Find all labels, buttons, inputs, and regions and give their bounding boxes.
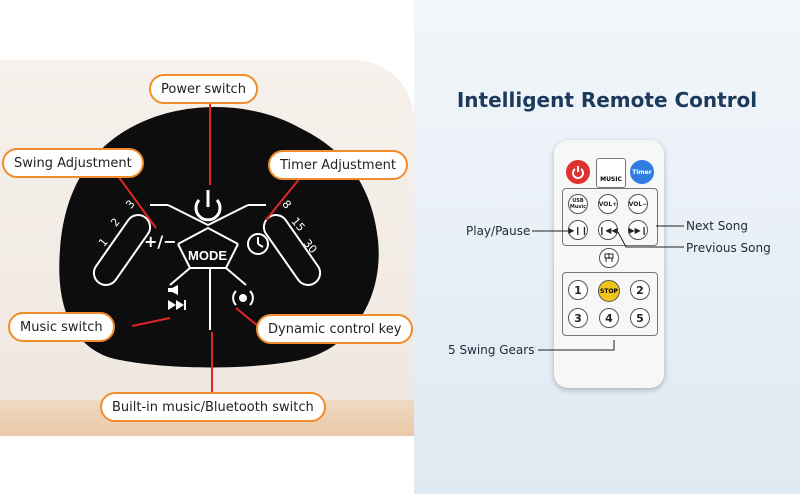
swing-gears-label: 5 Swing Gears [448,343,535,357]
dynamic-icon[interactable] [232,290,254,306]
power-icon[interactable] [194,190,222,222]
vol-plus-button[interactable]: VOL+ [598,194,618,214]
panel-divider-lines [150,204,266,330]
play-pause-icon: ▶❙❙ [568,225,588,235]
vol-minus-label: VOL− [628,200,648,208]
builtin-music-bluetooth-callout: Built-in music/Bluetooth switch [100,392,326,422]
timer-button-label: Timer [632,168,652,176]
clock-icon[interactable] [247,233,269,255]
previous-song-button[interactable]: ❙◀◀ [598,220,618,240]
callout-lines [117,102,301,394]
remote-control: MUSIC Timer USB Music VOL+ VOL− ▶❙❙ ❙◀◀ … [554,140,664,388]
section-title: Intelligent Remote Control [456,88,758,112]
gear-1-button[interactable]: 1 [568,280,588,300]
mode-label[interactable]: MODE [188,248,227,263]
timer-button[interactable]: Timer [630,160,654,184]
music-group-outline [562,188,658,246]
music-small-label: Music [569,204,587,210]
music-switch-callout: Music switch [8,312,115,342]
gear-5-label: 5 [636,311,644,325]
stop-label: STOP [600,287,618,295]
gear-4-label: 4 [605,311,613,325]
gear-2-label: 2 [636,283,644,297]
stop-button[interactable]: STOP [598,280,620,302]
gear-5-button[interactable]: 5 [630,308,650,328]
swing-gears-outline [562,272,658,336]
dynamic-control-key-callout: Dynamic control key [256,314,414,344]
previous-icon: ❙◀◀ [598,225,618,235]
timer-adjustment-callout: Timer Adjustment [268,150,408,180]
previous-song-label: Previous Song [686,241,771,255]
power-button[interactable] [566,160,590,184]
next-song-label: Next Song [686,219,748,233]
control-panel-section: MODE +/− 1 2 3 8 15 30 Power switch Swin… [0,60,414,436]
gear-3-button[interactable]: 3 [568,308,588,328]
vol-minus-button[interactable]: VOL− [628,194,648,214]
power-button-icon [572,166,584,179]
music-button-label: MUSIC [600,176,622,183]
usb-label: USB [572,198,584,204]
gear-2-button[interactable]: 2 [630,280,650,300]
play-pause-button[interactable]: ▶❙❙ [568,220,588,240]
music-button[interactable]: MUSIC [596,158,626,188]
next-icon: ▶▶❙ [628,225,648,235]
gear-1-label: 1 [574,283,582,297]
usb-music-button[interactable]: USB Music [568,194,588,214]
gear-3-label: 3 [574,311,582,325]
swing-slot[interactable] [89,210,155,289]
gear-4-button[interactable]: 4 [599,308,619,328]
swing-adjustment-callout: Swing Adjustment [2,148,144,178]
play-pause-label: Play/Pause [466,224,531,238]
music-skip-icon[interactable] [168,285,186,310]
swing-icon [604,253,614,262]
vol-plus-label: VOL+ [598,200,618,208]
next-song-button[interactable]: ▶▶❙ [628,220,648,240]
plus-minus-label[interactable]: +/− [144,232,177,251]
swing-button[interactable] [599,248,619,268]
power-switch-callout: Power switch [149,74,258,104]
remote-section: Intelligent Remote Control MUSIC Timer U… [414,0,800,494]
remote-leader-lines [532,225,684,351]
